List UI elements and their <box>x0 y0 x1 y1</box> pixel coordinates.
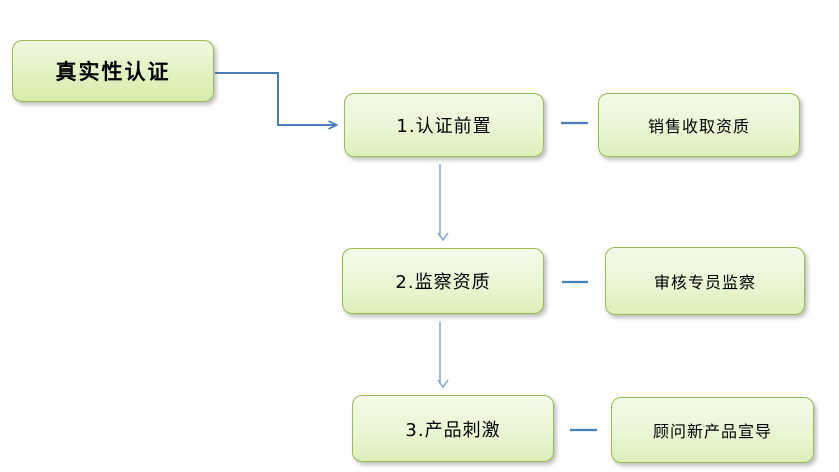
step-1-label: 1.认证前置 <box>396 116 492 137</box>
detail-node-1: 销售收取资质 <box>598 93 800 157</box>
elbow-connector-title-to-step1 <box>215 72 339 130</box>
title-node: 真实性认证 <box>12 40 214 102</box>
title-label: 真实性认证 <box>55 60 171 84</box>
step-2-label: 2.监察资质 <box>395 272 491 293</box>
step-node-3: 3.产品刺激 <box>352 395 554 462</box>
step-3-label: 3.产品刺激 <box>405 419 501 441</box>
detail-node-2: 审核专员监察 <box>605 247 805 315</box>
detail-node-3: 顾问新产品宣导 <box>611 397 814 463</box>
detail-1-label: 销售收取资质 <box>647 117 750 136</box>
detail-2-label: 审核专员监察 <box>653 273 756 292</box>
detail-3-label: 顾问新产品宣导 <box>652 422 772 441</box>
step-node-2: 2.监察资质 <box>342 248 544 314</box>
step-node-1: 1.认证前置 <box>344 93 544 157</box>
